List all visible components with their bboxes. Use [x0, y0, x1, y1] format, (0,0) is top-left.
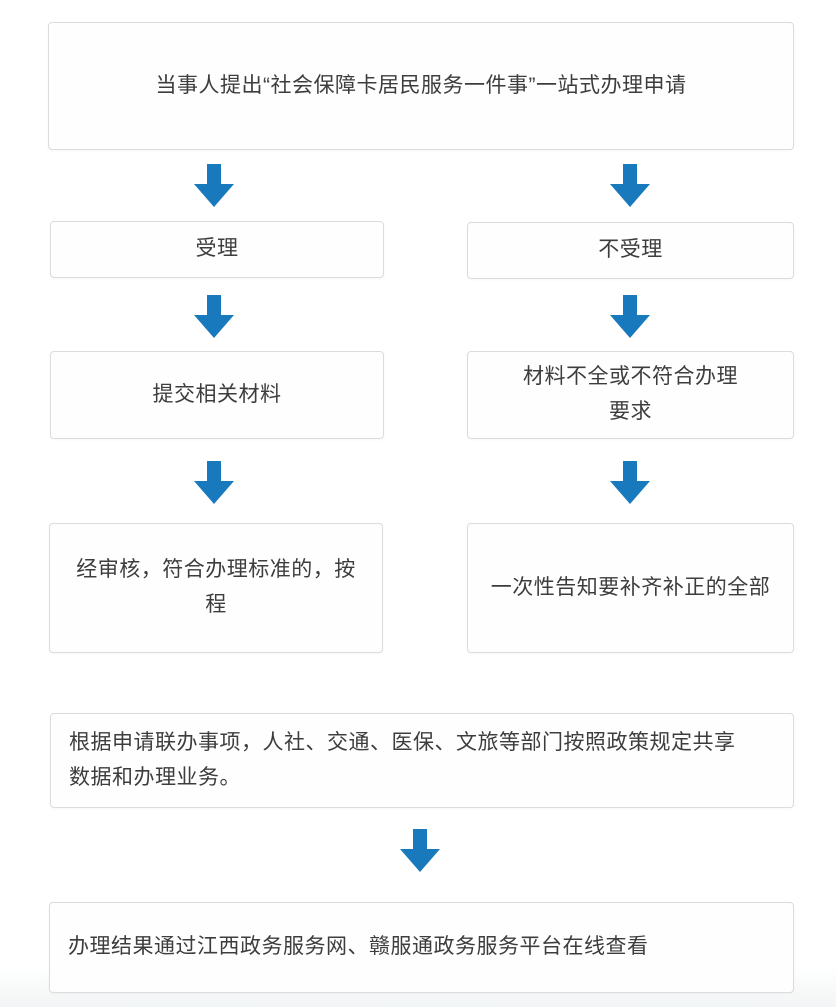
arrow-stem	[207, 461, 221, 481]
arrow-stem	[413, 829, 427, 849]
arrow-head	[610, 184, 650, 207]
arrow-head	[400, 849, 440, 872]
down-arrow-icon	[610, 295, 650, 338]
flow-step-not-accept: 不受理	[467, 222, 794, 279]
flow-step-start: 当事人提出“社会保障卡居民服务一件事”一站式办理申请	[48, 22, 794, 150]
arrow-head	[194, 184, 234, 207]
arrow-stem	[623, 164, 637, 184]
down-arrow-icon	[194, 164, 234, 207]
down-arrow-icon	[400, 829, 440, 872]
arrow-stem	[623, 461, 637, 481]
arrow-stem	[207, 164, 221, 184]
flow-step-materials-incomplete: 材料不全或不符合办理 要求	[467, 351, 794, 439]
flow-step-accept: 受理	[50, 221, 384, 278]
flow-step-one-time-notice: 一次性告知要补齐补正的全部	[467, 523, 794, 653]
down-arrow-icon	[194, 295, 234, 338]
flow-step-review-passed: 经审核，符合办理标准的，按 程	[49, 523, 383, 653]
flow-step-submit-materials: 提交相关材料	[50, 351, 384, 439]
down-arrow-icon	[610, 461, 650, 504]
arrow-head	[610, 481, 650, 504]
flow-step-result-online: 办理结果通过江西政务服务网、赣服通政务服务平台在线查看	[49, 902, 794, 993]
down-arrow-icon	[194, 461, 234, 504]
arrow-stem	[623, 295, 637, 315]
arrow-stem	[207, 295, 221, 315]
arrow-head	[194, 481, 234, 504]
down-arrow-icon	[610, 164, 650, 207]
flow-step-shared-data: 根据申请联办事项，人社、交通、医保、文旅等部门按照政策规定共享 数据和办理业务。	[50, 713, 794, 808]
arrow-head	[610, 315, 650, 338]
arrow-head	[194, 315, 234, 338]
